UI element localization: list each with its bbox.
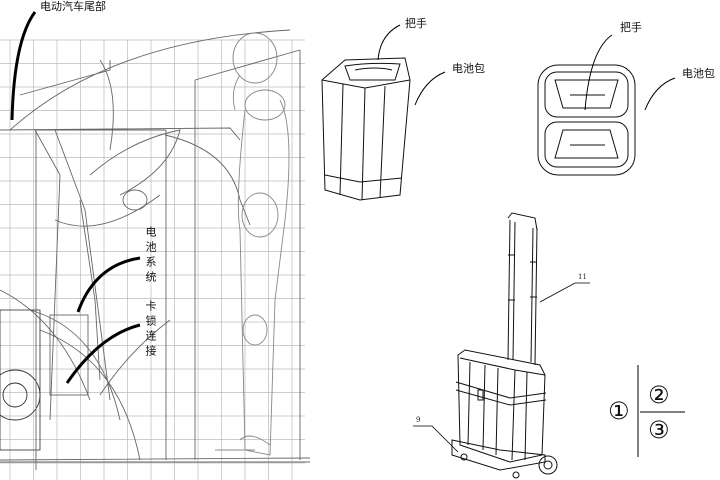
leader-pack-top — [644, 77, 676, 111]
label-handle-top: 把手 — [620, 21, 642, 34]
leader-line-battery-system — [76, 256, 141, 313]
key-panel-3: ③ — [648, 416, 670, 444]
label-lock-connection: 卡锁连接 — [144, 300, 157, 360]
label-pack-top: 电池包 — [682, 67, 715, 80]
leader-handle-perspective — [377, 24, 401, 61]
label-battery-system: 电池系统 — [144, 226, 157, 286]
leader-line-car-rear — [10, 11, 37, 121]
label-handle-perspective: 把手 — [405, 17, 427, 30]
battery-pack-top-view — [537, 64, 636, 176]
ref-number-11: 11 — [578, 273, 587, 281]
battery-pack-perspective — [321, 57, 411, 201]
leader-handle-top — [584, 34, 613, 111]
leader-line-lock-connection — [65, 323, 141, 384]
key-panel-1: ① — [608, 397, 630, 425]
leader-ref-11 — [539, 282, 590, 303]
label-car-rear: 电动汽车尾部 — [40, 0, 106, 13]
ref-number-9: 9 — [416, 416, 421, 424]
leader-pack-perspective — [414, 71, 446, 106]
trolley-with-battery-packs — [451, 212, 558, 479]
car-rear-side-view — [0, 29, 311, 470]
key-panel-2: ② — [648, 381, 670, 409]
leader-ref-9 — [413, 425, 459, 453]
person-silhouette — [215, 32, 290, 456]
label-pack-perspective: 电池包 — [452, 62, 485, 75]
